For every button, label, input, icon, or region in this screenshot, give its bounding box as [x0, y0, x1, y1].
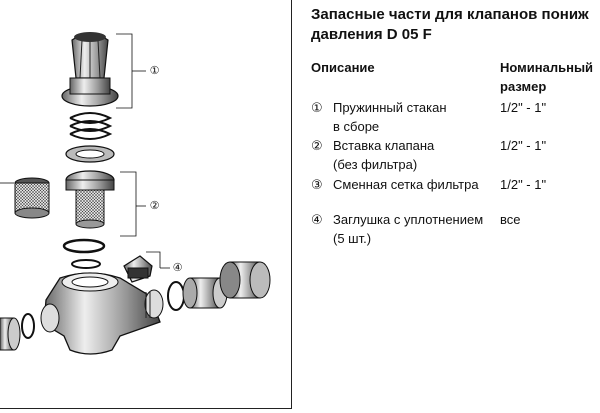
item-size: 1/2" - 1" — [500, 100, 547, 115]
item-number: ④ — [311, 212, 323, 227]
column-header-description: Описание — [311, 60, 375, 75]
o-ring-small — [71, 259, 101, 269]
valve-insert — [65, 170, 115, 229]
item-description: Сменная сетка фильтра — [333, 177, 479, 192]
callout-1: ① — [149, 65, 160, 77]
item-number: ① — [311, 100, 323, 115]
tailpiece-left — [0, 317, 21, 351]
item-description: Пружинный стакан в сборе — [333, 100, 447, 134]
frame-vertical-line — [291, 0, 292, 409]
item-number: ② — [311, 138, 323, 153]
spring — [69, 112, 113, 140]
frame-bottom-line — [0, 408, 292, 409]
union-nut-right — [219, 261, 271, 299]
callout-2: ② — [149, 200, 160, 212]
item-description: Вставка клапана (без фильтра) — [333, 138, 435, 172]
item-description: Заглушка с уплотнением (5 шт.) — [333, 212, 484, 246]
leader-lines — [0, 33, 170, 269]
column-header-size: Номинальный размер — [500, 60, 594, 94]
page-title: Запасные части для клапанов пониж давлен… — [311, 6, 589, 43]
valve-body — [40, 272, 164, 355]
item-size: 1/2" - 1" — [500, 138, 547, 153]
spring-housing-cap — [61, 32, 119, 107]
item-number: ③ — [311, 177, 323, 192]
item-size: все — [500, 212, 521, 227]
o-ring — [62, 238, 106, 254]
filter-mesh — [14, 177, 50, 219]
washer-left — [21, 313, 35, 339]
plug-with-seal — [123, 255, 153, 283]
exploded-valve-drawing — [0, 32, 271, 355]
item-size: 1/2" - 1" — [500, 177, 547, 192]
washer-right — [167, 281, 185, 311]
callout-4: ④ — [172, 262, 183, 274]
